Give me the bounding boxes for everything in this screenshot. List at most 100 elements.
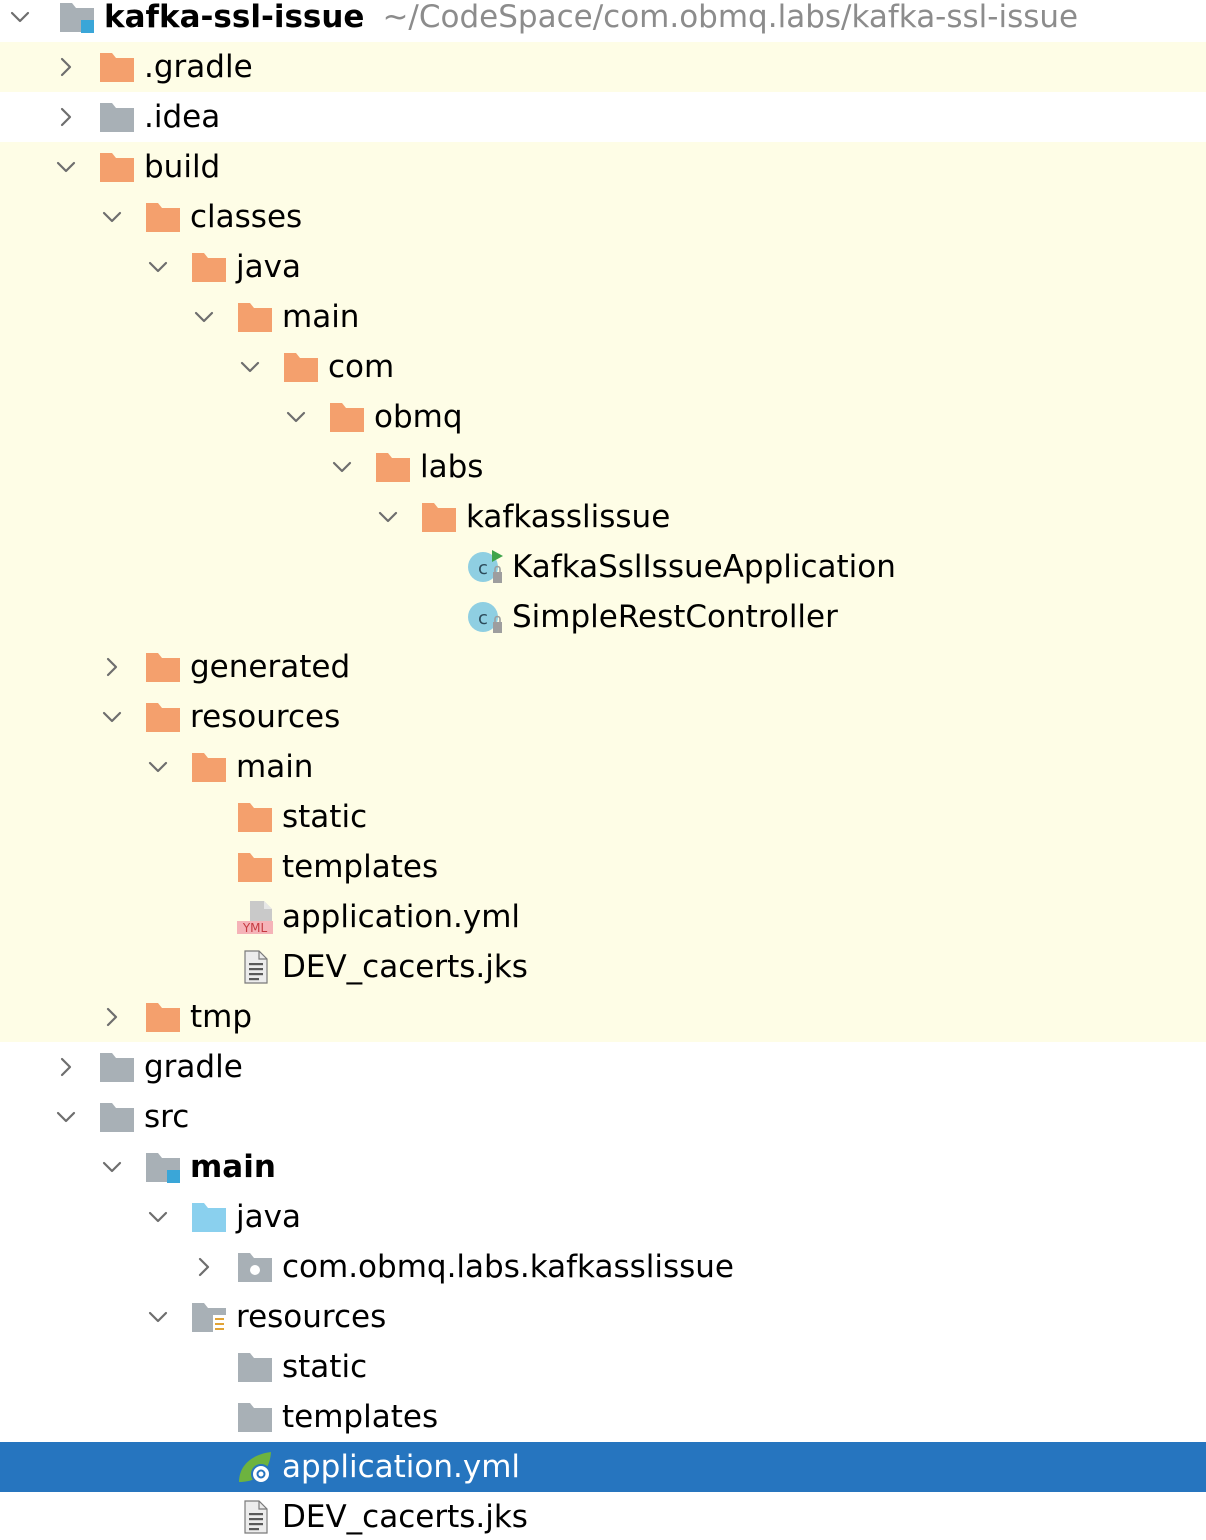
tree-row-label: com <box>328 348 395 385</box>
resources-folder-icon <box>190 1299 228 1335</box>
tree-row-dev-cacerts-jks[interactable]: DEV_cacerts.jks <box>0 942 1206 992</box>
tree-row-label: .idea <box>144 98 221 135</box>
tree-row-main[interactable]: main <box>0 742 1206 792</box>
folder-icon <box>236 1349 274 1385</box>
chevron-down-icon[interactable] <box>52 1103 80 1131</box>
tree-row-com[interactable]: com <box>0 342 1206 392</box>
module-folder-icon <box>144 1149 182 1185</box>
tree-row-label: application.yml <box>282 898 521 935</box>
chevron-right-icon[interactable] <box>52 53 80 81</box>
tree-row-label: java <box>236 1198 301 1235</box>
tree-row-label: resources <box>190 698 341 735</box>
chevron-down-icon[interactable] <box>190 303 218 331</box>
tree-row-application-yml[interactable]: application.yml <box>0 1442 1206 1492</box>
chevron-right-icon[interactable] <box>98 653 126 681</box>
svg-text:YML: YML <box>242 921 268 935</box>
tree-row-labs[interactable]: labs <box>0 442 1206 492</box>
chevron-down-icon[interactable] <box>144 753 172 781</box>
tree-row-label: static <box>282 1348 368 1385</box>
tree-row-gradle[interactable]: .gradle <box>0 42 1206 92</box>
chevron-down-icon[interactable] <box>328 453 356 481</box>
tree-row-label: .gradle <box>144 48 253 85</box>
tree-row-generated[interactable]: generated <box>0 642 1206 692</box>
svg-text:c: c <box>478 558 488 579</box>
tree-row-kafkasslissue[interactable]: kafkasslissue <box>0 492 1206 542</box>
tree-row-label: DEV_cacerts.jks <box>282 1498 528 1535</box>
tree-row-label: templates <box>282 1398 439 1435</box>
chevron-right-icon[interactable] <box>190 1253 218 1281</box>
tree-row-gradle[interactable]: gradle <box>0 1042 1206 1092</box>
folder-excluded-icon <box>282 349 320 385</box>
tree-row-application-yml[interactable]: YML application.yml <box>0 892 1206 942</box>
tree-row-label: obmq <box>374 398 463 435</box>
source-folder-icon <box>190 1199 228 1235</box>
tree-row-label: labs <box>420 448 484 485</box>
chevron-right-icon[interactable] <box>98 1003 126 1031</box>
tree-row-classes[interactable]: classes <box>0 192 1206 242</box>
chevron-down-icon[interactable] <box>98 703 126 731</box>
chevron-right-icon[interactable] <box>52 103 80 131</box>
tree-row-java[interactable]: java <box>0 1192 1206 1242</box>
tree-row-kafkasslissueapplication[interactable]: c KafkaSslIssueApplication <box>0 542 1206 592</box>
runnable-class-icon: c <box>466 549 504 585</box>
tree-row-label: build <box>144 148 221 185</box>
tree-row-tmp[interactable]: tmp <box>0 992 1206 1042</box>
chevron-down-icon[interactable] <box>144 1203 172 1231</box>
folder-icon <box>98 1049 136 1085</box>
folder-excluded-icon <box>98 149 136 185</box>
chevron-down-icon[interactable] <box>6 3 34 31</box>
tree-row-main[interactable]: main <box>0 1142 1206 1192</box>
folder-excluded-icon <box>236 849 274 885</box>
folder-excluded-icon <box>190 749 228 785</box>
folder-excluded-icon <box>144 199 182 235</box>
tree-row-templates[interactable]: templates <box>0 842 1206 892</box>
chevron-down-icon[interactable] <box>144 1303 172 1331</box>
yml-file-icon: YML <box>236 899 274 935</box>
chevron-down-icon[interactable] <box>98 203 126 231</box>
tree-row-label: kafkasslissue <box>466 498 671 535</box>
tree-row-static[interactable]: static <box>0 792 1206 842</box>
svg-text:c: c <box>478 608 488 629</box>
chevron-down-icon[interactable] <box>144 253 172 281</box>
text-file-icon <box>236 1499 274 1535</box>
folder-excluded-icon <box>236 299 274 335</box>
tree-row-dev-cacerts-jks[interactable]: DEV_cacerts.jks <box>0 1492 1206 1540</box>
tree-row-label: main <box>190 1148 276 1185</box>
chevron-down-icon[interactable] <box>282 403 310 431</box>
tree-row-label: templates <box>282 848 439 885</box>
tree-row-com-obmq-labs-kafkasslissue[interactable]: com.obmq.labs.kafkasslissue <box>0 1242 1206 1292</box>
tree-row-label: main <box>236 748 314 785</box>
tree-row-templates[interactable]: templates <box>0 1392 1206 1442</box>
folder-excluded-icon <box>144 649 182 685</box>
tree-row-label: generated <box>190 648 351 685</box>
tree-row-label: java <box>236 248 301 285</box>
chevron-right-icon[interactable] <box>52 1053 80 1081</box>
tree-row-label: SimpleRestController <box>512 598 838 635</box>
tree-row-main[interactable]: main <box>0 292 1206 342</box>
tree-row-idea[interactable]: .idea <box>0 92 1206 142</box>
folder-excluded-icon <box>144 699 182 735</box>
tree-row-build[interactable]: build <box>0 142 1206 192</box>
tree-row-src[interactable]: src <box>0 1092 1206 1142</box>
chevron-down-icon[interactable] <box>236 353 264 381</box>
tree-row-resources[interactable]: resources <box>0 692 1206 742</box>
chevron-down-icon[interactable] <box>52 153 80 181</box>
tree-row-root[interactable]: kafka-ssl-issue ~/CodeSpace/com.obmq.lab… <box>0 0 1206 42</box>
folder-excluded-icon <box>98 49 136 85</box>
tree-row-static[interactable]: static <box>0 1342 1206 1392</box>
tree-row-label: com.obmq.labs.kafkasslissue <box>282 1248 734 1285</box>
chevron-down-icon[interactable] <box>98 1153 126 1181</box>
tree-row-obmq[interactable]: obmq <box>0 392 1206 442</box>
tree-row-resources[interactable]: resources <box>0 1292 1206 1342</box>
tree-row-label: classes <box>190 198 303 235</box>
chevron-down-icon[interactable] <box>374 503 402 531</box>
class-icon: c <box>466 599 504 635</box>
folder-icon <box>98 99 136 135</box>
tree-row-label: main <box>282 298 360 335</box>
tree-row-label: KafkaSslIssueApplication <box>512 548 896 585</box>
folder-excluded-icon <box>236 799 274 835</box>
folder-excluded-icon <box>328 399 366 435</box>
tree-row-java[interactable]: java <box>0 242 1206 292</box>
tree-row-simplerestcontroller[interactable]: c SimpleRestController <box>0 592 1206 642</box>
